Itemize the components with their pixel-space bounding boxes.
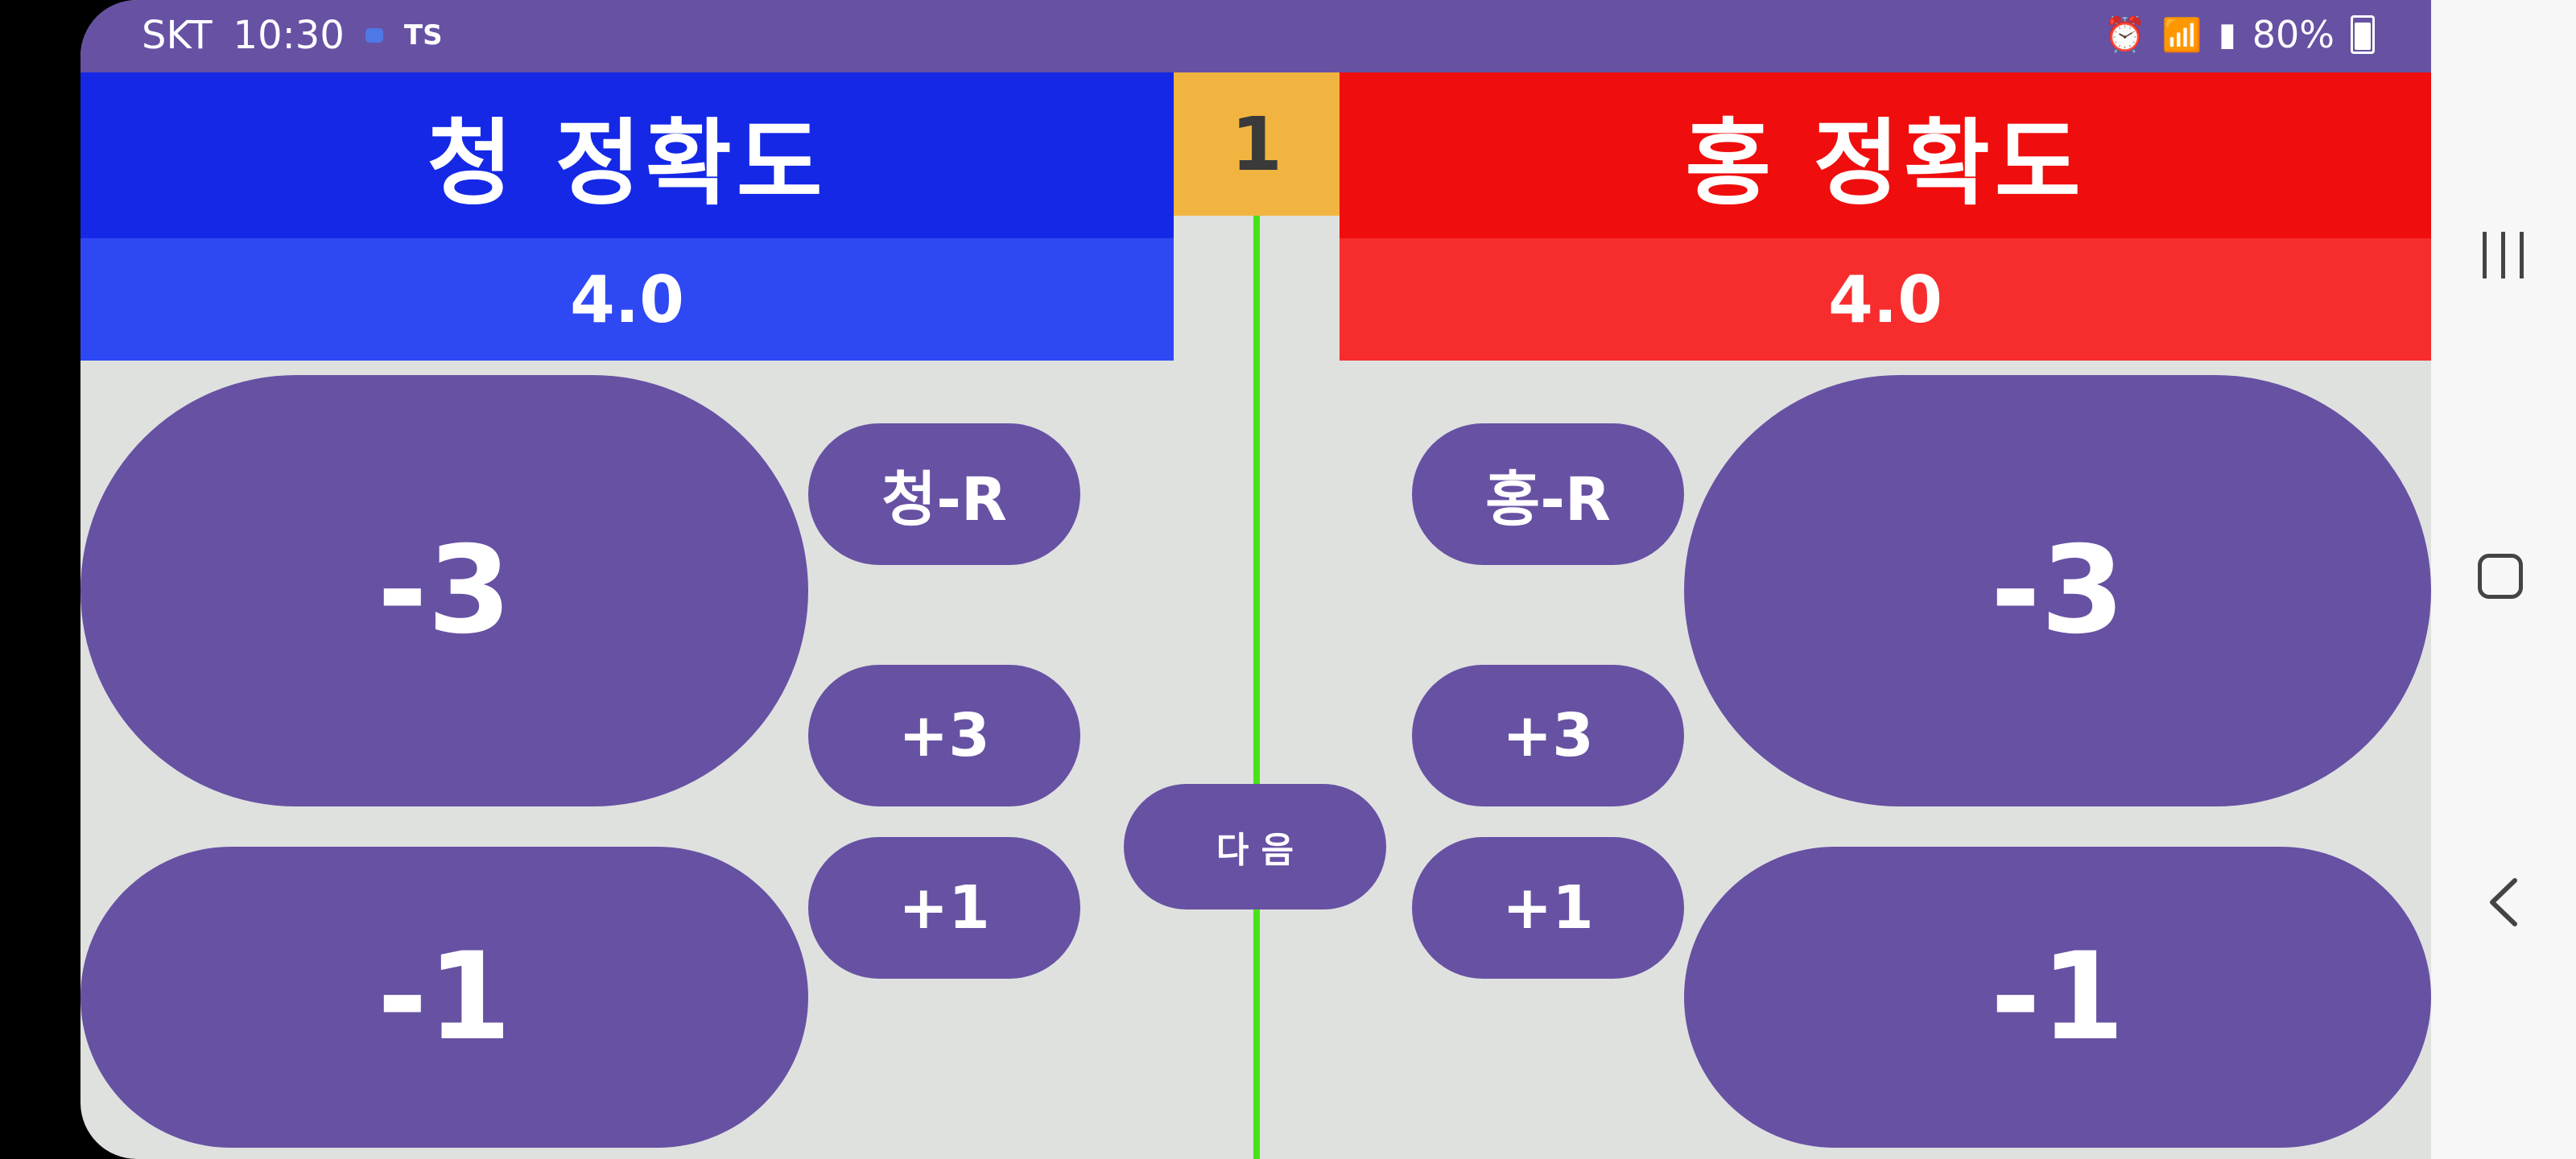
blue-title: 청 정확도 (427, 109, 828, 218)
blue-plus1-button[interactable]: +1 (808, 837, 1080, 979)
round-box: 1 (1174, 72, 1340, 216)
recent-apps-icon[interactable] (2483, 232, 2524, 278)
app-screen: SKT 10:30 TS ⏰ 📶 ▮ 80% 청 정확도 4.0 1 홍 정확도… (80, 0, 2431, 1159)
battery-icon (2351, 15, 2375, 54)
time-label: 10:30 (233, 13, 345, 58)
chat-icon (365, 28, 383, 43)
red-title: 홍 정확도 (1685, 109, 2086, 218)
center-divider (1253, 216, 1260, 1159)
red-header: 홍 정확도 (1340, 72, 2431, 238)
red-score: 4.0 (1828, 262, 1942, 337)
blue-plus3-button[interactable]: +3 (808, 665, 1080, 806)
notification-label: TS (403, 19, 443, 52)
blue-score-bar: 4.0 (80, 238, 1174, 361)
home-icon[interactable] (2478, 554, 2523, 599)
back-icon[interactable] (2486, 877, 2521, 927)
round-number: 1 (1230, 101, 1282, 188)
blue-reset-button[interactable]: 청-R (808, 423, 1080, 565)
blue-score: 4.0 (570, 262, 684, 337)
signal-icon: ▮ (2218, 16, 2236, 53)
battery-percent: 80% (2252, 13, 2334, 56)
status-left: SKT 10:30 TS (142, 13, 443, 58)
blue-minus1-button[interactable]: -1 (80, 847, 808, 1148)
status-right: ⏰ 📶 ▮ 80% (2104, 13, 2375, 56)
blue-minus3-button[interactable]: -3 (80, 375, 808, 806)
carrier-label: SKT (142, 13, 213, 58)
system-nav-bar (2431, 0, 2576, 1159)
wifi-icon: 📶 (2161, 16, 2202, 54)
red-score-bar: 4.0 (1340, 238, 2431, 361)
next-button[interactable]: 다 음 (1124, 784, 1386, 909)
alarm-icon: ⏰ (2103, 14, 2146, 54)
red-plus1-button[interactable]: +1 (1412, 837, 1684, 979)
red-minus1-button[interactable]: -1 (1684, 847, 2431, 1148)
status-bar: SKT 10:30 TS ⏰ 📶 ▮ 80% (80, 0, 2431, 72)
red-reset-button[interactable]: 홍-R (1412, 423, 1684, 565)
red-plus3-button[interactable]: +3 (1412, 665, 1684, 806)
red-minus3-button[interactable]: -3 (1684, 375, 2431, 806)
blue-header: 청 정확도 (80, 72, 1174, 238)
